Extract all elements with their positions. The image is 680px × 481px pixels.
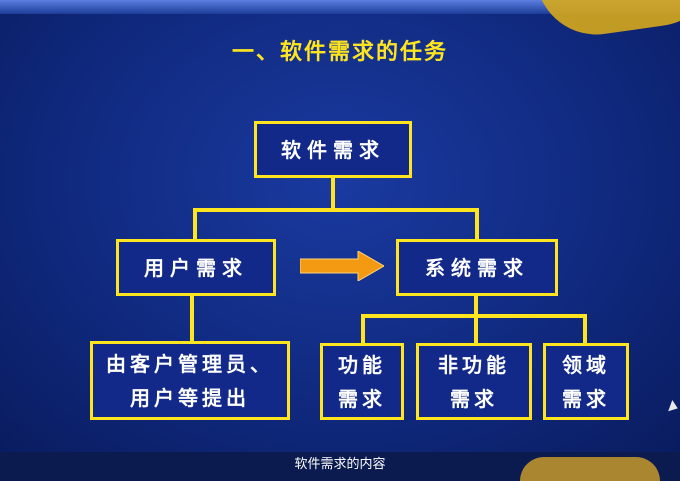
box-non-functional-requirements: 非功能 需求 — [416, 343, 532, 420]
connector-to-non-functional — [474, 314, 478, 344]
box-domain-requirements: 领域 需求 — [543, 343, 629, 420]
connector-to-system — [475, 208, 479, 240]
box-requirement-source: 由客户管理员、 用户等提出 — [90, 341, 290, 420]
connector-system-down — [474, 295, 478, 317]
decorative-bottom-shape — [520, 457, 660, 481]
box-user-requirements: 用户需求 — [116, 239, 276, 296]
connector-root-down — [331, 178, 335, 212]
box-software-requirements-label: 软件需求 — [281, 137, 385, 162]
top-band — [0, 0, 680, 14]
right-arrow-icon — [300, 251, 384, 281]
slide-title: 一、软件需求的任务 — [231, 39, 448, 65]
mouse-cursor-icon — [668, 399, 680, 415]
box-user-requirements-label: 用户需求 — [144, 255, 248, 280]
box-system-requirements: 系统需求 — [396, 239, 558, 296]
box-software-requirements: 软件需求 — [254, 121, 412, 178]
connector-to-domain — [583, 314, 587, 344]
box-non-functional-requirements-label: 非功能 需求 — [438, 352, 510, 411]
box-domain-requirements-label: 领域 需求 — [562, 352, 610, 411]
box-functional-requirements-label: 功能 需求 — [338, 352, 386, 411]
box-requirement-source-label: 由客户管理员、 用户等提出 — [106, 351, 274, 410]
caption-text: 软件需求的内容 — [294, 457, 386, 472]
slide: 一、软件需求的任务 软件需求 用户需求 系统需求 由客户管理员、 用户等提出 功… — [0, 0, 680, 452]
connector-top-horizontal — [193, 208, 479, 212]
connector-user-to-source — [190, 295, 194, 341]
connector-to-user — [193, 208, 197, 240]
box-functional-requirements: 功能 需求 — [320, 343, 404, 420]
connector-to-functional — [361, 314, 365, 344]
caption-bar: 软件需求的内容 — [0, 452, 680, 481]
box-system-requirements-label: 系统需求 — [425, 255, 529, 280]
